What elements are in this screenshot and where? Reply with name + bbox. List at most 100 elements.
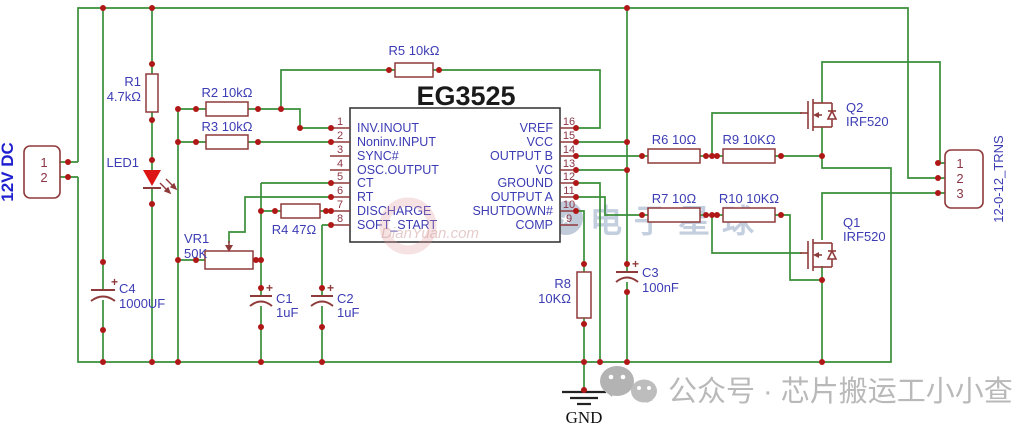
resistor-r10: [722, 207, 776, 223]
output-pin-3: 3: [956, 186, 963, 201]
pin-name-inv: INV.INOUT: [357, 121, 419, 135]
pin-num-1: 1: [337, 116, 343, 128]
c2-value: 1uF: [337, 305, 359, 320]
watermark-wechat: 公众号 · 芯片搬运工小小查: [600, 366, 1013, 408]
q2-ref: Q2: [846, 100, 863, 115]
pin-num-13: 13: [563, 158, 575, 170]
component-labels: R1 4.7kΩ LED1 C4 1000UF R2 10kΩ R3 10kΩ …: [106, 43, 888, 320]
pin-num-2: 2: [337, 130, 343, 142]
r8-ref: R8: [554, 276, 571, 291]
watermark-ic-circle: [379, 197, 437, 255]
output-pin-1: 1: [956, 156, 963, 171]
pin-name-vcc: VCC: [527, 135, 553, 149]
resistor-r7: [647, 207, 701, 223]
pin-name-softstart: SOFT_START: [357, 218, 437, 232]
led1-symbol: [143, 170, 178, 195]
output-connector-body: [944, 149, 984, 209]
potentiometer-vr1: [204, 250, 254, 270]
input-connector-12vdc: 1 2: [23, 145, 61, 199]
capacitor-c3: [615, 271, 639, 283]
vr1-ref: VR1: [184, 231, 209, 246]
vr1-wiper-icon: [225, 241, 233, 252]
junction-dots: [65, 5, 941, 393]
ic-eg3525: EG3525 INV.INOUT Noninv.INPUT SYNC# OSC.…: [330, 81, 578, 255]
c4-value: 1000UF: [119, 296, 165, 311]
pin-name-shutdown: SHUTDOWN#: [472, 204, 553, 218]
resistor-r5: [394, 62, 434, 78]
pin-name-vref: VREF: [520, 121, 554, 135]
led-triangle-icon: [143, 170, 161, 186]
transformer-label: 12-0-12_TRNS: [991, 135, 1006, 223]
ic-pin-leads: [330, 127, 578, 226]
pin-num-14: 14: [563, 144, 575, 156]
pin-num-7: 7: [337, 199, 343, 211]
pin-num-3: 3: [337, 144, 343, 156]
resistors: [145, 62, 776, 319]
pin-name-rt: RT: [357, 190, 374, 204]
resistor-r1: [145, 73, 159, 113]
wire-rt-wiper: [228, 196, 330, 243]
wire-ic-ground: [578, 182, 601, 362]
c1-value: 1uF: [276, 305, 298, 320]
c1-ref: C1: [276, 291, 293, 306]
gnd-symbol: GND: [562, 390, 606, 427]
q2-value: IRF520: [846, 114, 889, 129]
wechat-icon: [600, 366, 657, 403]
pin-num-15: 15: [563, 130, 575, 142]
ic-body: [349, 107, 561, 243]
input-pin-2: 2: [40, 170, 47, 185]
pin-num-16: 16: [563, 116, 575, 128]
pin-name-oscout: OSC.OUTPUT: [357, 163, 439, 177]
r10-label: R10 10KΩ: [719, 191, 780, 206]
resistor-r9: [722, 148, 776, 164]
r6-label: R6 10Ω: [652, 132, 697, 147]
r7-label: R7 10Ω: [652, 191, 697, 206]
output-pin-2: 2: [956, 171, 963, 186]
output-connector-trns: 1 2 3: [944, 149, 984, 209]
pin-num-4: 4: [337, 158, 343, 170]
wire-r5-loop: [280, 69, 601, 129]
c4-ref: C4: [119, 281, 136, 296]
c3-ref: C3: [642, 265, 659, 280]
r9-label: R9 10KΩ: [722, 132, 775, 147]
pin-num-6: 6: [337, 185, 343, 197]
r8-value: 10KΩ: [538, 291, 571, 306]
pin-name-vc: VC: [536, 163, 553, 177]
wire-bottom-rail: [77, 127, 892, 363]
mosfet-q2-symbol: [800, 99, 838, 131]
led1-ref: LED1: [106, 155, 139, 170]
gnd-label: GND: [566, 408, 603, 427]
watermark-bottom-text: 公众号 · 芯片搬运工小小查: [668, 375, 1013, 408]
pin-num-5: 5: [337, 171, 343, 183]
vr1-value: 50K: [184, 246, 207, 261]
wire-vcc-vc-c3-column: [578, 8, 628, 362]
pin-num-10: 10: [563, 199, 575, 211]
pin-name-outputb: OUTPUT B: [490, 149, 553, 163]
pin-num-11: 11: [563, 185, 574, 197]
input-voltage-label: 12V DC: [0, 142, 17, 202]
pin-name-discharge: DISCHARGE: [357, 204, 431, 218]
resistor-r2: [205, 101, 249, 117]
pin-name-ground: GROUND: [497, 176, 553, 190]
wire-r2-row: [178, 108, 330, 129]
c2-ref: C2: [337, 291, 354, 306]
pin-num-8: 8: [337, 213, 343, 225]
capacitor-c1: [249, 295, 273, 307]
pin-name-ct: CT: [357, 176, 374, 190]
q1-ref: Q1: [843, 215, 860, 230]
watermark-star-icon: ★: [560, 211, 573, 227]
capacitors: [90, 271, 639, 307]
pin-name-sync: SYNC#: [357, 149, 399, 163]
r4-label: R4 47Ω: [272, 222, 317, 237]
wire-top-rail: [77, 7, 945, 179]
q1-value: IRF520: [843, 229, 886, 244]
mosfet-q1-symbol: [800, 239, 838, 271]
resistor-r6: [647, 148, 701, 164]
r1-ref: R1: [124, 74, 141, 89]
input-pin-1: 1: [40, 155, 47, 170]
c3-polarity: +: [632, 257, 639, 271]
c2-polarity: +: [327, 281, 334, 295]
c3-value: 100nF: [642, 280, 679, 295]
